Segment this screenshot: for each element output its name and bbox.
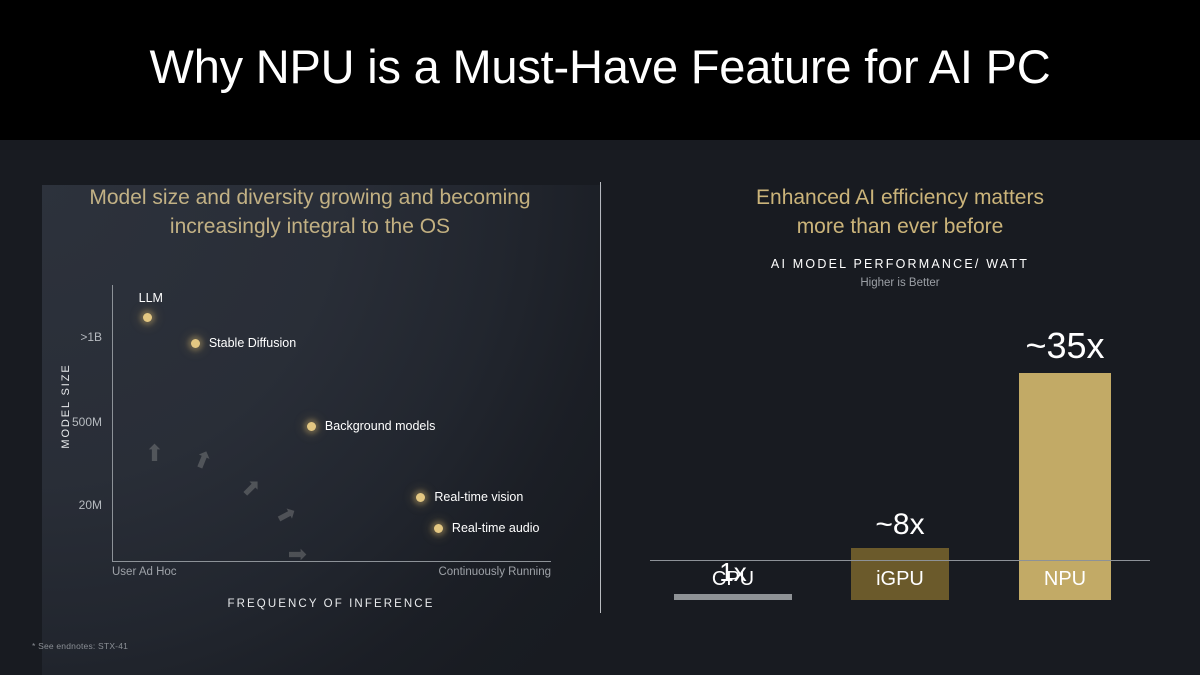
header-band (0, 0, 1200, 140)
bar-chart-baseline (650, 560, 1150, 561)
bar-chart-subcaption: Higher is Better (860, 277, 940, 289)
scatter-y-tick-label: 500M (71, 415, 102, 429)
right-heading-line-2: more than ever before (796, 215, 1004, 238)
bar-value-label: 1x (719, 556, 747, 587)
scatter-dot-marker (416, 493, 426, 503)
left-heading-line-1: Model size and diversity growing and bec… (89, 186, 531, 209)
scatter-x-axis-line (112, 561, 551, 562)
bar-npu (1019, 372, 1111, 600)
scatter-dot-marker (306, 421, 316, 431)
bar-value-label: ~35x (1025, 324, 1105, 366)
scatter-dot-marker (190, 338, 200, 348)
scatter-x-tick-label: Continuously Running (438, 566, 551, 578)
scatter-dot-marker (142, 312, 152, 322)
right-heading-line-1: Enhanced AI efficiency matters (756, 186, 1044, 209)
bar-category-label-igpu: iGPU (876, 568, 924, 590)
page-title: Why NPU is a Must-Have Feature for AI PC (149, 40, 1051, 93)
scatter-point-label: LLM (138, 290, 163, 305)
scatter-y-axis-title: MODEL SIZE (60, 363, 72, 449)
scatter-y-tick-label: >1B (80, 330, 102, 344)
bar-igpu (851, 548, 949, 600)
bar-chart-caption: AI MODEL PERFORMANCE/ WATT (770, 257, 1030, 271)
scatter-dot-marker (433, 523, 443, 533)
scatter-point-label: Stable Diffusion (208, 335, 297, 350)
bar-value-label: ~8x (875, 508, 925, 541)
left-heading-line-2: increasingly integral to the OS (169, 215, 451, 238)
bar-category-label-cpu: CPU (711, 568, 755, 590)
bar-cpu (674, 593, 792, 600)
scatter-x-tick-label: User Ad Hoc (112, 566, 177, 578)
scatter-point-label: Real-time vision (434, 490, 524, 505)
scatter-y-axis-line (112, 285, 113, 562)
footnote: * See endnotes: STX-41 (32, 641, 129, 651)
scatter-point-label: Background models (324, 418, 436, 433)
left-panel-heading: Model size and diversity growing and bec… (40, 183, 580, 241)
scatter-y-tick-label: 20M (78, 498, 102, 512)
trend-arrow-icon: ⬆ (270, 501, 303, 531)
scatter-x-axis-title: FREQUENCY OF INFERENCE (227, 598, 435, 610)
bar-category-label-npu: NPU (1043, 568, 1087, 590)
trend-arrow-icon: ⬆ (189, 444, 217, 476)
right-panel-heading: Enhanced AI efficiency matters more than… (630, 183, 1170, 241)
scatter-point-label: Real-time audio (451, 520, 540, 535)
trend-arrow-icon: ⬆ (235, 471, 268, 504)
trend-arrow-icon: ⬆ (144, 440, 165, 467)
bar-chart: 1x ~8x ~35x (650, 300, 1150, 600)
panel-divider (600, 182, 601, 613)
